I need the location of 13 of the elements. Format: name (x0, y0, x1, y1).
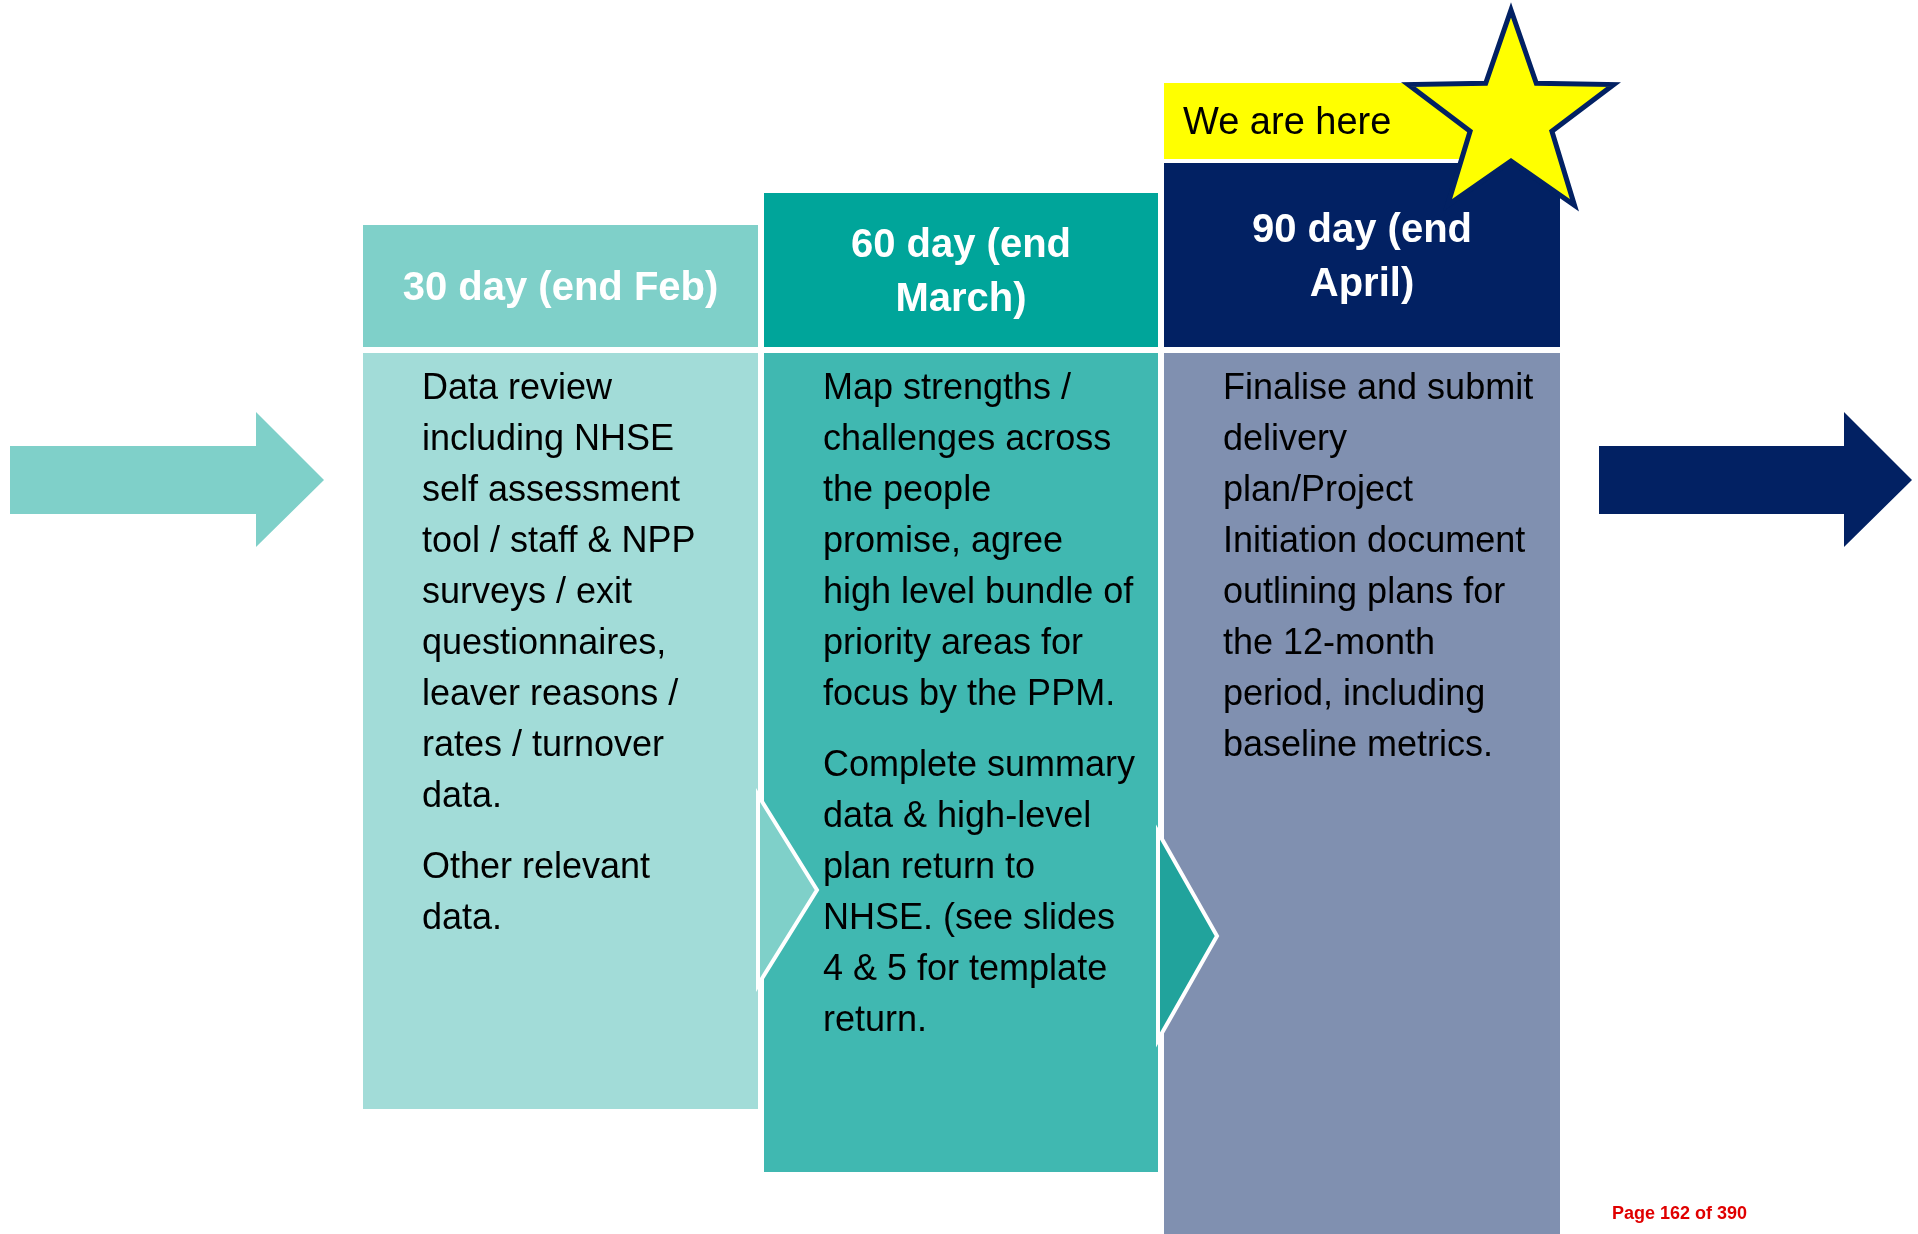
phase-header: 30 day (end Feb) (363, 225, 758, 347)
phase-header: 60 day (end March) (764, 193, 1158, 347)
description-text: Complete summary data & high-level plan return to NHSE. (see slides 4 & 5 for template return. (823, 742, 1136, 1041)
chevron-arrow (1156, 824, 1220, 1048)
page-number: Page 162 of 390 (1612, 1202, 1748, 1225)
chevron-arrow (756, 788, 820, 992)
status-tag: We are here (1164, 83, 1468, 159)
description-text: Data review including NHSE self assessment tool / staff & NPP surveys / exit questionnaires, leaver reasons / rates / turnover data. (422, 365, 696, 817)
phase-column (1164, 163, 1560, 1234)
description-text: Map strengths / challenges across the people promise, agree high level bundle of priority areas for focus by the PPM. (823, 365, 1135, 715)
description-text: Other relevant data. (422, 844, 652, 939)
phase-column (764, 193, 1158, 1172)
description-text: Finalise and submit delivery plan/Project Initiation document outlining plans for the 12-month period, including baseline metrics. (1223, 365, 1535, 766)
